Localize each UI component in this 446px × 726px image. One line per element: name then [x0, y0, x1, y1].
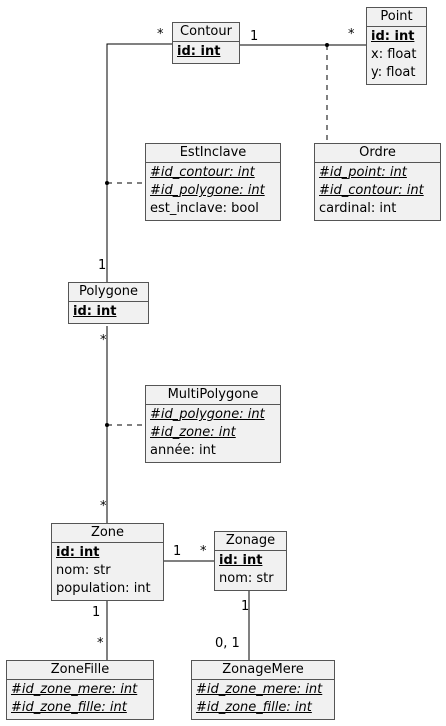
entity-zonage: Zonage id: int nom: str — [214, 531, 287, 591]
multiplicity-polygone-top: 1 — [98, 258, 107, 273]
multiplicity-zone-bottom: 1 — [92, 605, 101, 620]
multiplicity-zone-top: * — [100, 499, 107, 514]
entity-polygone: Polygone id: int — [68, 282, 149, 324]
multiplicity-zonage-bottom: 1 — [241, 599, 250, 614]
link-contour-polygone — [106, 43, 172, 282]
entity-zonagemere: ZonageMere #id_zone_mere: int #id_zone_fi… — [191, 660, 335, 720]
attribute-fk: #id_zone: int — [150, 425, 236, 440]
attribute-fk: #id_contour: int — [150, 165, 255, 180]
multiplicity-contour-left: * — [157, 27, 164, 42]
entity-title: Polygone — [69, 283, 148, 302]
entity-attributes: id: int x: float y: float — [367, 27, 426, 84]
multiplicity-zonagemere-top: 0, 1 — [215, 636, 240, 651]
entity-zone: Zone id: int nom: str population: int — [51, 523, 164, 601]
attribute-fk: #id_zone_fille: int — [196, 700, 312, 715]
multiplicity-zone-right: 1 — [173, 544, 182, 559]
entity-attributes: #id_polygone: int #id_zone: int année: int — [146, 405, 280, 462]
entity-point: Point id: int x: float y: float — [366, 7, 427, 85]
entity-multipolygone: MultiPolygone #id_polygone: int #id_zone:… — [145, 385, 281, 463]
attribute-pk: id: int — [56, 545, 100, 560]
entity-attributes: #id_contour: int #id_polygone: int est_inc… — [146, 163, 280, 220]
entity-title: ZoneFille — [7, 661, 153, 680]
attribute-pk: id: int — [177, 44, 221, 59]
entity-zonefille: ZoneFille #id_zone_mere: int #id_zone_fil… — [6, 660, 154, 720]
attribute-plain: population: int — [56, 581, 151, 596]
entity-title: MultiPolygone — [146, 386, 280, 405]
attribute-fk: #id_zone_fille: int — [11, 700, 127, 715]
multiplicity-polygone-bottom: * — [100, 333, 107, 348]
multiplicity-contour-right: 1 — [250, 29, 259, 44]
attribute-fk: #id_polygone: int — [150, 407, 265, 422]
attribute-pk: id: int — [73, 304, 117, 319]
multiplicity-zonage-left: * — [200, 544, 207, 559]
entity-title: ZonageMere — [192, 661, 334, 680]
attribute-plain: cardinal: int — [319, 201, 397, 216]
entity-attributes: id: int — [69, 302, 148, 323]
entity-estinclave: EstInclave #id_contour: int #id_polygone:… — [145, 143, 281, 221]
attribute-plain: est_inclave: bool — [150, 201, 259, 216]
attribute-pk: id: int — [371, 29, 415, 44]
attribute-fk: #id_point: int — [319, 165, 407, 180]
multiplicity-point-left: * — [348, 27, 355, 42]
entity-attributes: #id_zone_mere: int #id_zone_fille: int — [7, 680, 153, 719]
attribute-plain: x: float — [371, 47, 417, 62]
multiplicity-zonefille-top: * — [97, 636, 104, 651]
attribute-fk: #id_contour: int — [319, 183, 424, 198]
attribute-fk: #id_zone_mere: int — [11, 682, 138, 697]
attribute-fk: #id_zone_mere: int — [196, 682, 323, 697]
entity-ordre: Ordre #id_point: int #id_contour: int card… — [314, 143, 441, 221]
attribute-pk: id: int — [219, 553, 263, 568]
entity-contour: Contour id: int — [172, 22, 240, 64]
entity-title: Zone — [52, 524, 163, 543]
attribute-fk: #id_polygone: int — [150, 183, 265, 198]
attribute-plain: nom: str — [56, 563, 111, 578]
entity-title: EstInclave — [146, 144, 280, 163]
entity-attributes: id: int nom: str population: int — [52, 543, 163, 600]
entity-attributes: #id_point: int #id_contour: int cardinal: … — [315, 163, 440, 220]
entity-attributes: id: int — [173, 42, 239, 63]
attribute-plain: y: float — [371, 65, 416, 80]
attribute-plain: nom: str — [219, 571, 274, 586]
entity-title: Zonage — [215, 532, 286, 551]
entity-attributes: #id_zone_mere: int #id_zone_fille: int — [192, 680, 334, 719]
entity-title: Ordre — [315, 144, 440, 163]
entity-attributes: id: int nom: str — [215, 551, 286, 590]
entity-title: Contour — [173, 23, 239, 42]
attribute-plain: année: int — [150, 443, 216, 458]
entity-title: Point — [367, 8, 426, 27]
